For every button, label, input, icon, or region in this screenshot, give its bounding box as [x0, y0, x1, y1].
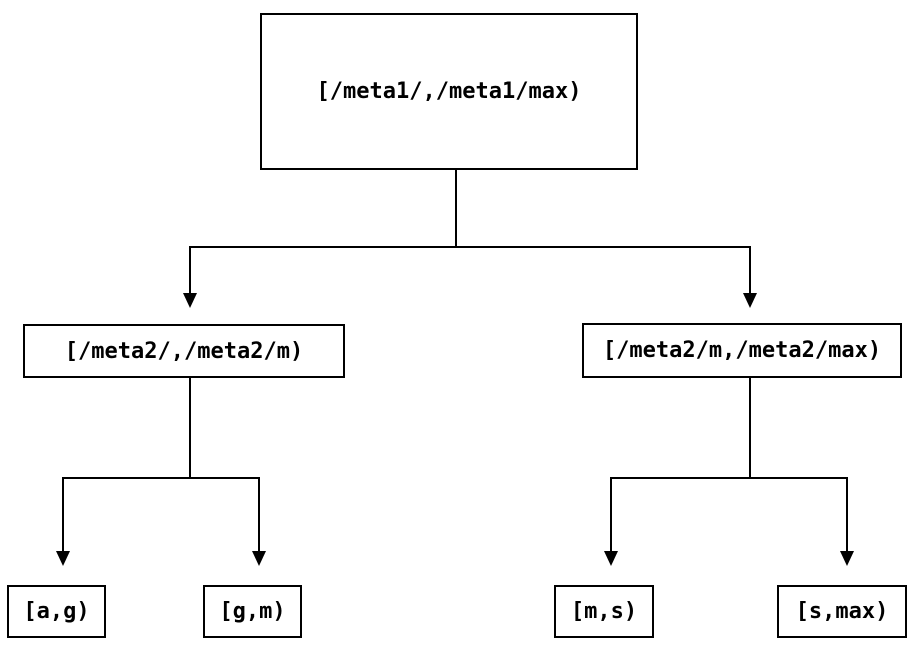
- node-leaf-gm: [g,m): [203, 585, 302, 638]
- node-meta2-upper-interval: [/meta2/m,/meta2/max): [582, 323, 902, 378]
- edge-root-stub: [455, 170, 457, 248]
- node-label: [a,g): [23, 599, 90, 624]
- node-leaf-ms: [m,s): [554, 585, 654, 638]
- node-meta2-lower-interval: [/meta2/,/meta2/m): [23, 324, 345, 378]
- node-label: [s,max): [795, 599, 889, 624]
- edge-drop-to-leaf-smax: [846, 477, 848, 551]
- edge-drop-to-leaf-ag: [62, 477, 64, 551]
- node-leaf-ag: [a,g): [7, 585, 106, 638]
- arrowhead-down-icon: [840, 551, 854, 566]
- node-label: [m,s): [570, 599, 638, 624]
- node-leaf-smax: [s,max): [777, 585, 907, 638]
- edge-right-subtree-rail: [610, 477, 848, 479]
- edge-drop-to-leaf-gm: [258, 477, 260, 551]
- edge-drop-to-leaf-ms: [610, 477, 612, 551]
- edge-drop-to-right-child: [749, 246, 751, 293]
- edge-left-subtree-stub: [189, 378, 191, 479]
- arrowhead-down-icon: [56, 551, 70, 566]
- arrowhead-down-icon: [252, 551, 266, 566]
- node-label: [/meta2/m,/meta2/max): [602, 338, 882, 363]
- edge-drop-to-left-child: [189, 246, 191, 293]
- edge-top-rail: [189, 246, 751, 248]
- node-label: [/meta1/,/meta1/max): [316, 79, 582, 104]
- node-label: [g,m): [219, 599, 286, 624]
- arrowhead-down-icon: [604, 551, 618, 566]
- node-root-interval: [/meta1/,/meta1/max): [260, 13, 638, 170]
- edge-right-subtree-stub: [749, 378, 751, 479]
- edge-left-subtree-rail: [62, 477, 260, 479]
- arrowhead-down-icon: [743, 293, 757, 308]
- node-label: [/meta2/,/meta2/m): [64, 338, 304, 364]
- arrowhead-down-icon: [183, 293, 197, 308]
